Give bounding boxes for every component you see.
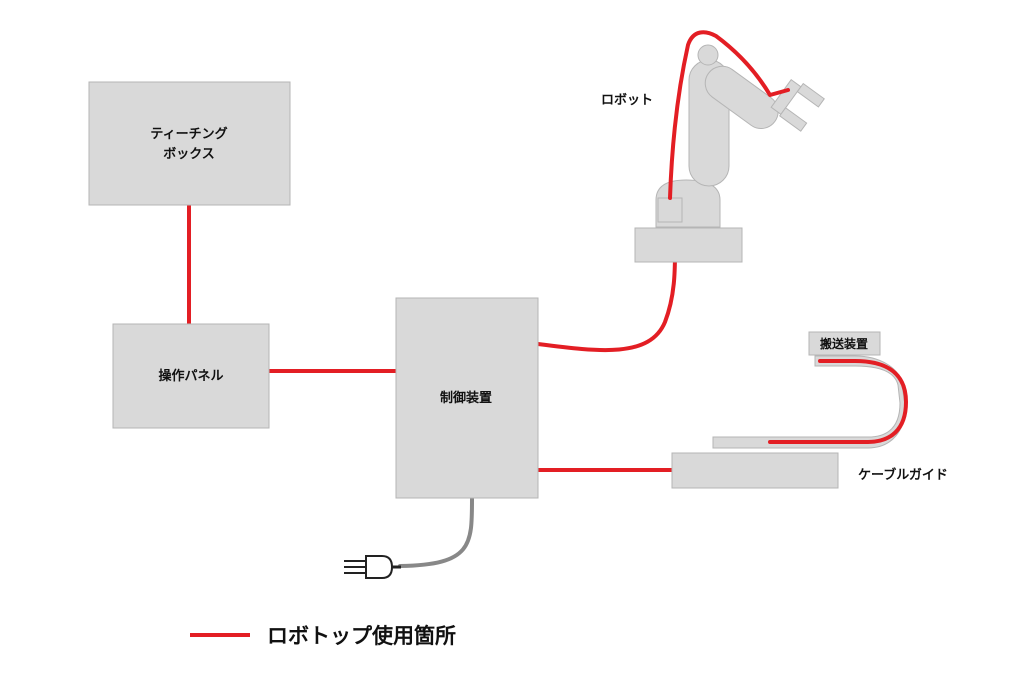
robot-internal-cable <box>668 30 790 200</box>
teaching-box-label-line1: ティーチング <box>150 126 227 142</box>
robot-cables <box>187 204 677 472</box>
robot-label: ロボット <box>601 92 653 108</box>
cable-controller-to-robot <box>536 249 677 353</box>
operation-panel-node: 操作パネル <box>112 323 270 429</box>
operation-panel-label: 操作パネル <box>158 368 223 384</box>
controller-node: 制御装置 <box>395 297 539 499</box>
teaching-box-node: ティーチング ボックス <box>88 81 291 206</box>
cable-guide-label: ケーブルガイド <box>858 467 948 483</box>
cable-guide-red-cable <box>768 359 908 444</box>
transport-device-label: 搬送装置 <box>820 336 868 351</box>
legend: ロボトップ使用箇所 <box>190 624 456 648</box>
power-cable <box>398 497 474 568</box>
teaching-box-label-line2: ボックス <box>163 146 215 162</box>
legend-label: ロボトップ使用箇所 <box>267 624 456 648</box>
controller-label: 制御装置 <box>440 390 492 406</box>
cable-guide-node: 搬送装置 ケーブルガイド <box>671 331 948 489</box>
robot-arm-illustration: ロボット <box>601 30 825 263</box>
power-plug-icon <box>344 555 401 579</box>
